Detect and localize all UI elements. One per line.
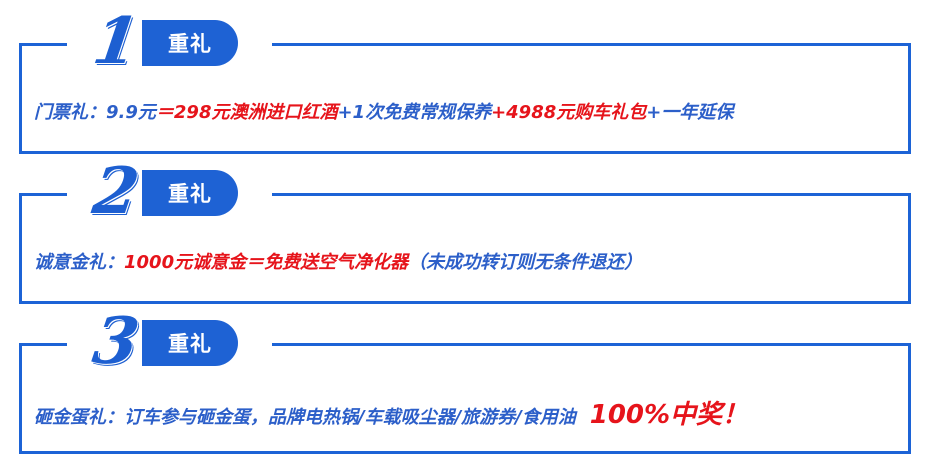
prize-highlight: 100%中奖！ <box>589 400 749 430</box>
segment: +1次免费常规保养 <box>337 102 492 123</box>
gift-description: 门票礼：9.9元＝298元澳洲进口红酒+1次免费常规保养+4988元购车礼包+一… <box>34 98 733 124</box>
panel-top-line-right <box>272 43 911 46</box>
gift-description: 诚意金礼：1000元诚意金＝免费送空气净化器（未成功转订则无条件退还） <box>34 248 642 274</box>
segment: ＝298元澳洲进口红酒 <box>155 102 338 123</box>
gift-panel-2: 2 重礼 诚意金礼：1000元诚意金＝免费送空气净化器（未成功转订则无条件退还） <box>0 0 930 304</box>
gift-description: 砸金蛋礼：订车参与砸金蛋，品牌电热锅/车载吸尘器/旅游券/食用油 100%中奖！ <box>34 394 748 431</box>
segment: +一年延保 <box>646 102 734 123</box>
ticket-price: 9.9元 <box>106 102 156 123</box>
gift-badge: 重礼 <box>142 170 238 216</box>
panel-frame <box>19 343 911 454</box>
segment: 1000元诚意金＝免费送空气净化器 <box>124 252 409 273</box>
panel-frame <box>19 193 911 304</box>
segment: +4988元购车礼包 <box>491 102 647 123</box>
gift-label: 门票礼： <box>34 102 106 123</box>
panel-frame <box>19 43 911 154</box>
panel-top-line-left <box>19 193 67 196</box>
panel-top-line-right <box>272 193 911 196</box>
panel-top-line-left <box>19 343 67 346</box>
gift-number: 2 <box>88 154 144 229</box>
segment: 订车参与砸金蛋，品牌电热锅/车载吸尘器/旅游券/食用油 <box>124 407 576 428</box>
segment: （未成功转订则无条件退还） <box>408 252 643 273</box>
gift-label: 砸金蛋礼： <box>34 407 124 428</box>
gift-badge: 重礼 <box>142 320 238 366</box>
gift-badge: 重礼 <box>142 20 238 66</box>
gift-panel-1: 1 重礼 门票礼：9.9元＝298元澳洲进口红酒+1次免费常规保养+4988元购… <box>0 0 930 154</box>
panel-top-line-left <box>19 43 67 46</box>
gift-label: 诚意金礼： <box>34 252 124 273</box>
gift-number: 3 <box>88 304 144 379</box>
panel-top-line-right <box>272 343 911 346</box>
